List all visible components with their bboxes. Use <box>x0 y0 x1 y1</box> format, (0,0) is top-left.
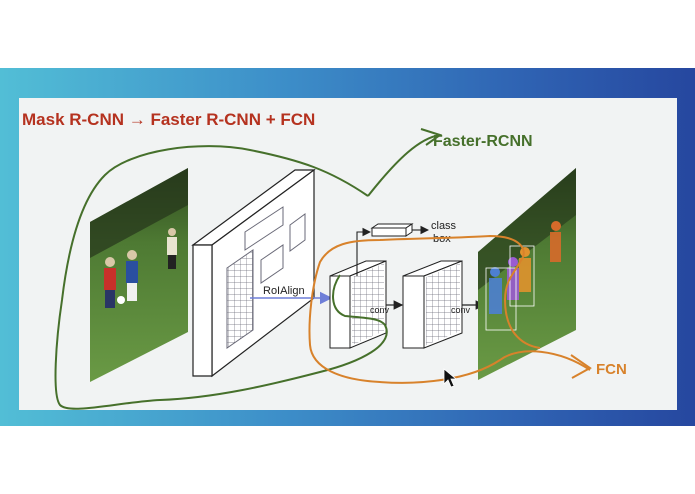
head-branch-arrow <box>356 227 372 276</box>
mouse-cursor-icon <box>443 368 458 388</box>
conv-block-2 <box>402 260 463 349</box>
fcn-arrowhead <box>570 354 592 379</box>
faster-rcnn-outline <box>54 134 441 410</box>
faster-rcnn-arrowhead <box>420 128 443 146</box>
fcn-outline <box>308 234 591 384</box>
backbone-feature-map <box>191 168 316 378</box>
conv-label-1: conv <box>370 305 390 315</box>
fcn-label: FCN <box>596 361 627 378</box>
input-image <box>90 168 188 382</box>
faster-rcnn-label: Faster-RCNN <box>433 133 533 150</box>
output-mask-image <box>478 168 576 380</box>
class-label: class <box>431 220 457 232</box>
box-label: box <box>433 233 451 245</box>
roialign-label: RoIAlign <box>263 285 305 297</box>
conv-label-2: conv <box>451 305 471 315</box>
fc-head-box <box>370 223 414 237</box>
slide-title: Mask R-CNN → Faster R-CNN + FCN <box>22 110 315 129</box>
